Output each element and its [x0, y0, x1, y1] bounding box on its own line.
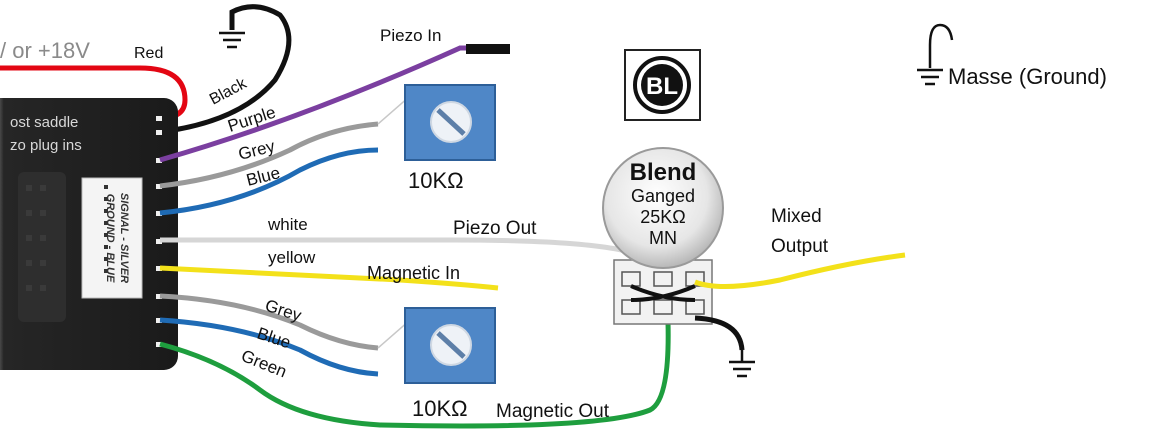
ground-symbol-pot — [729, 350, 755, 378]
black-wire — [159, 4, 292, 135]
module-label-line1: ost saddle — [10, 114, 78, 131]
purple-wire — [159, 45, 470, 163]
mixed-output-label-line1: Mixed — [771, 206, 822, 227]
trimmer-bottom-value: 10KΩ — [412, 396, 468, 421]
grey-wire-bottom — [159, 293, 379, 351]
blend-pot-lugs — [613, 259, 745, 351]
magnetic-out-label: Magnetic Out — [496, 401, 610, 422]
green-wire-label: Green — [239, 346, 290, 381]
grey-wire-top — [159, 121, 379, 189]
piezo-in-label: Piezo In — [380, 26, 441, 45]
blue-wire-bottom-label: Blue — [255, 324, 293, 353]
blend-pot-line2: 25KΩ — [640, 207, 685, 227]
signal-ground-sticker: SIGNAL - SILVER GROUND - BLUE — [81, 177, 143, 299]
sticker-signal-text: SIGNAL - SILVER — [118, 193, 130, 283]
blue-wire-top — [159, 147, 379, 216]
ground-symbol-top — [219, 31, 245, 49]
magnetic-in-label: Magnetic In — [367, 263, 460, 283]
blend-pot-line1: Ganged — [631, 186, 695, 206]
trimmer-top[interactable] — [377, 84, 496, 161]
module-label-line2: zo plug ins — [10, 137, 82, 154]
white-wire-label: white — [267, 215, 308, 234]
blend-pot-title: Blend — [630, 159, 697, 186]
piezo-in-connector — [466, 44, 510, 54]
ground-legend-icon — [917, 23, 954, 86]
trimmer-top-value: 10KΩ — [408, 168, 464, 193]
yellow-wire-label: yellow — [268, 248, 316, 267]
mixed-output-label-line2: Output — [771, 236, 829, 257]
blend-pot[interactable] — [602, 147, 724, 269]
bl-logo: BL — [624, 49, 701, 121]
piezo-out-label: Piezo Out — [453, 218, 537, 239]
trimmer-bottom[interactable] — [377, 307, 496, 384]
ground-legend-label: Masse (Ground) — [948, 64, 1107, 89]
yellow-wire — [159, 265, 499, 291]
blend-pot-line3: MN — [649, 228, 677, 248]
white-wire — [160, 237, 648, 267]
green-wire — [159, 321, 671, 429]
bl-logo-text: BL — [646, 73, 678, 100]
module-pins — [156, 116, 162, 347]
module-connector-grid — [18, 172, 66, 322]
red-wire-label: Red — [134, 45, 163, 62]
supply-voltage-label: / or +18V — [0, 38, 90, 63]
mixed-output-wire — [694, 252, 906, 289]
blue-wire-bottom — [159, 317, 379, 377]
